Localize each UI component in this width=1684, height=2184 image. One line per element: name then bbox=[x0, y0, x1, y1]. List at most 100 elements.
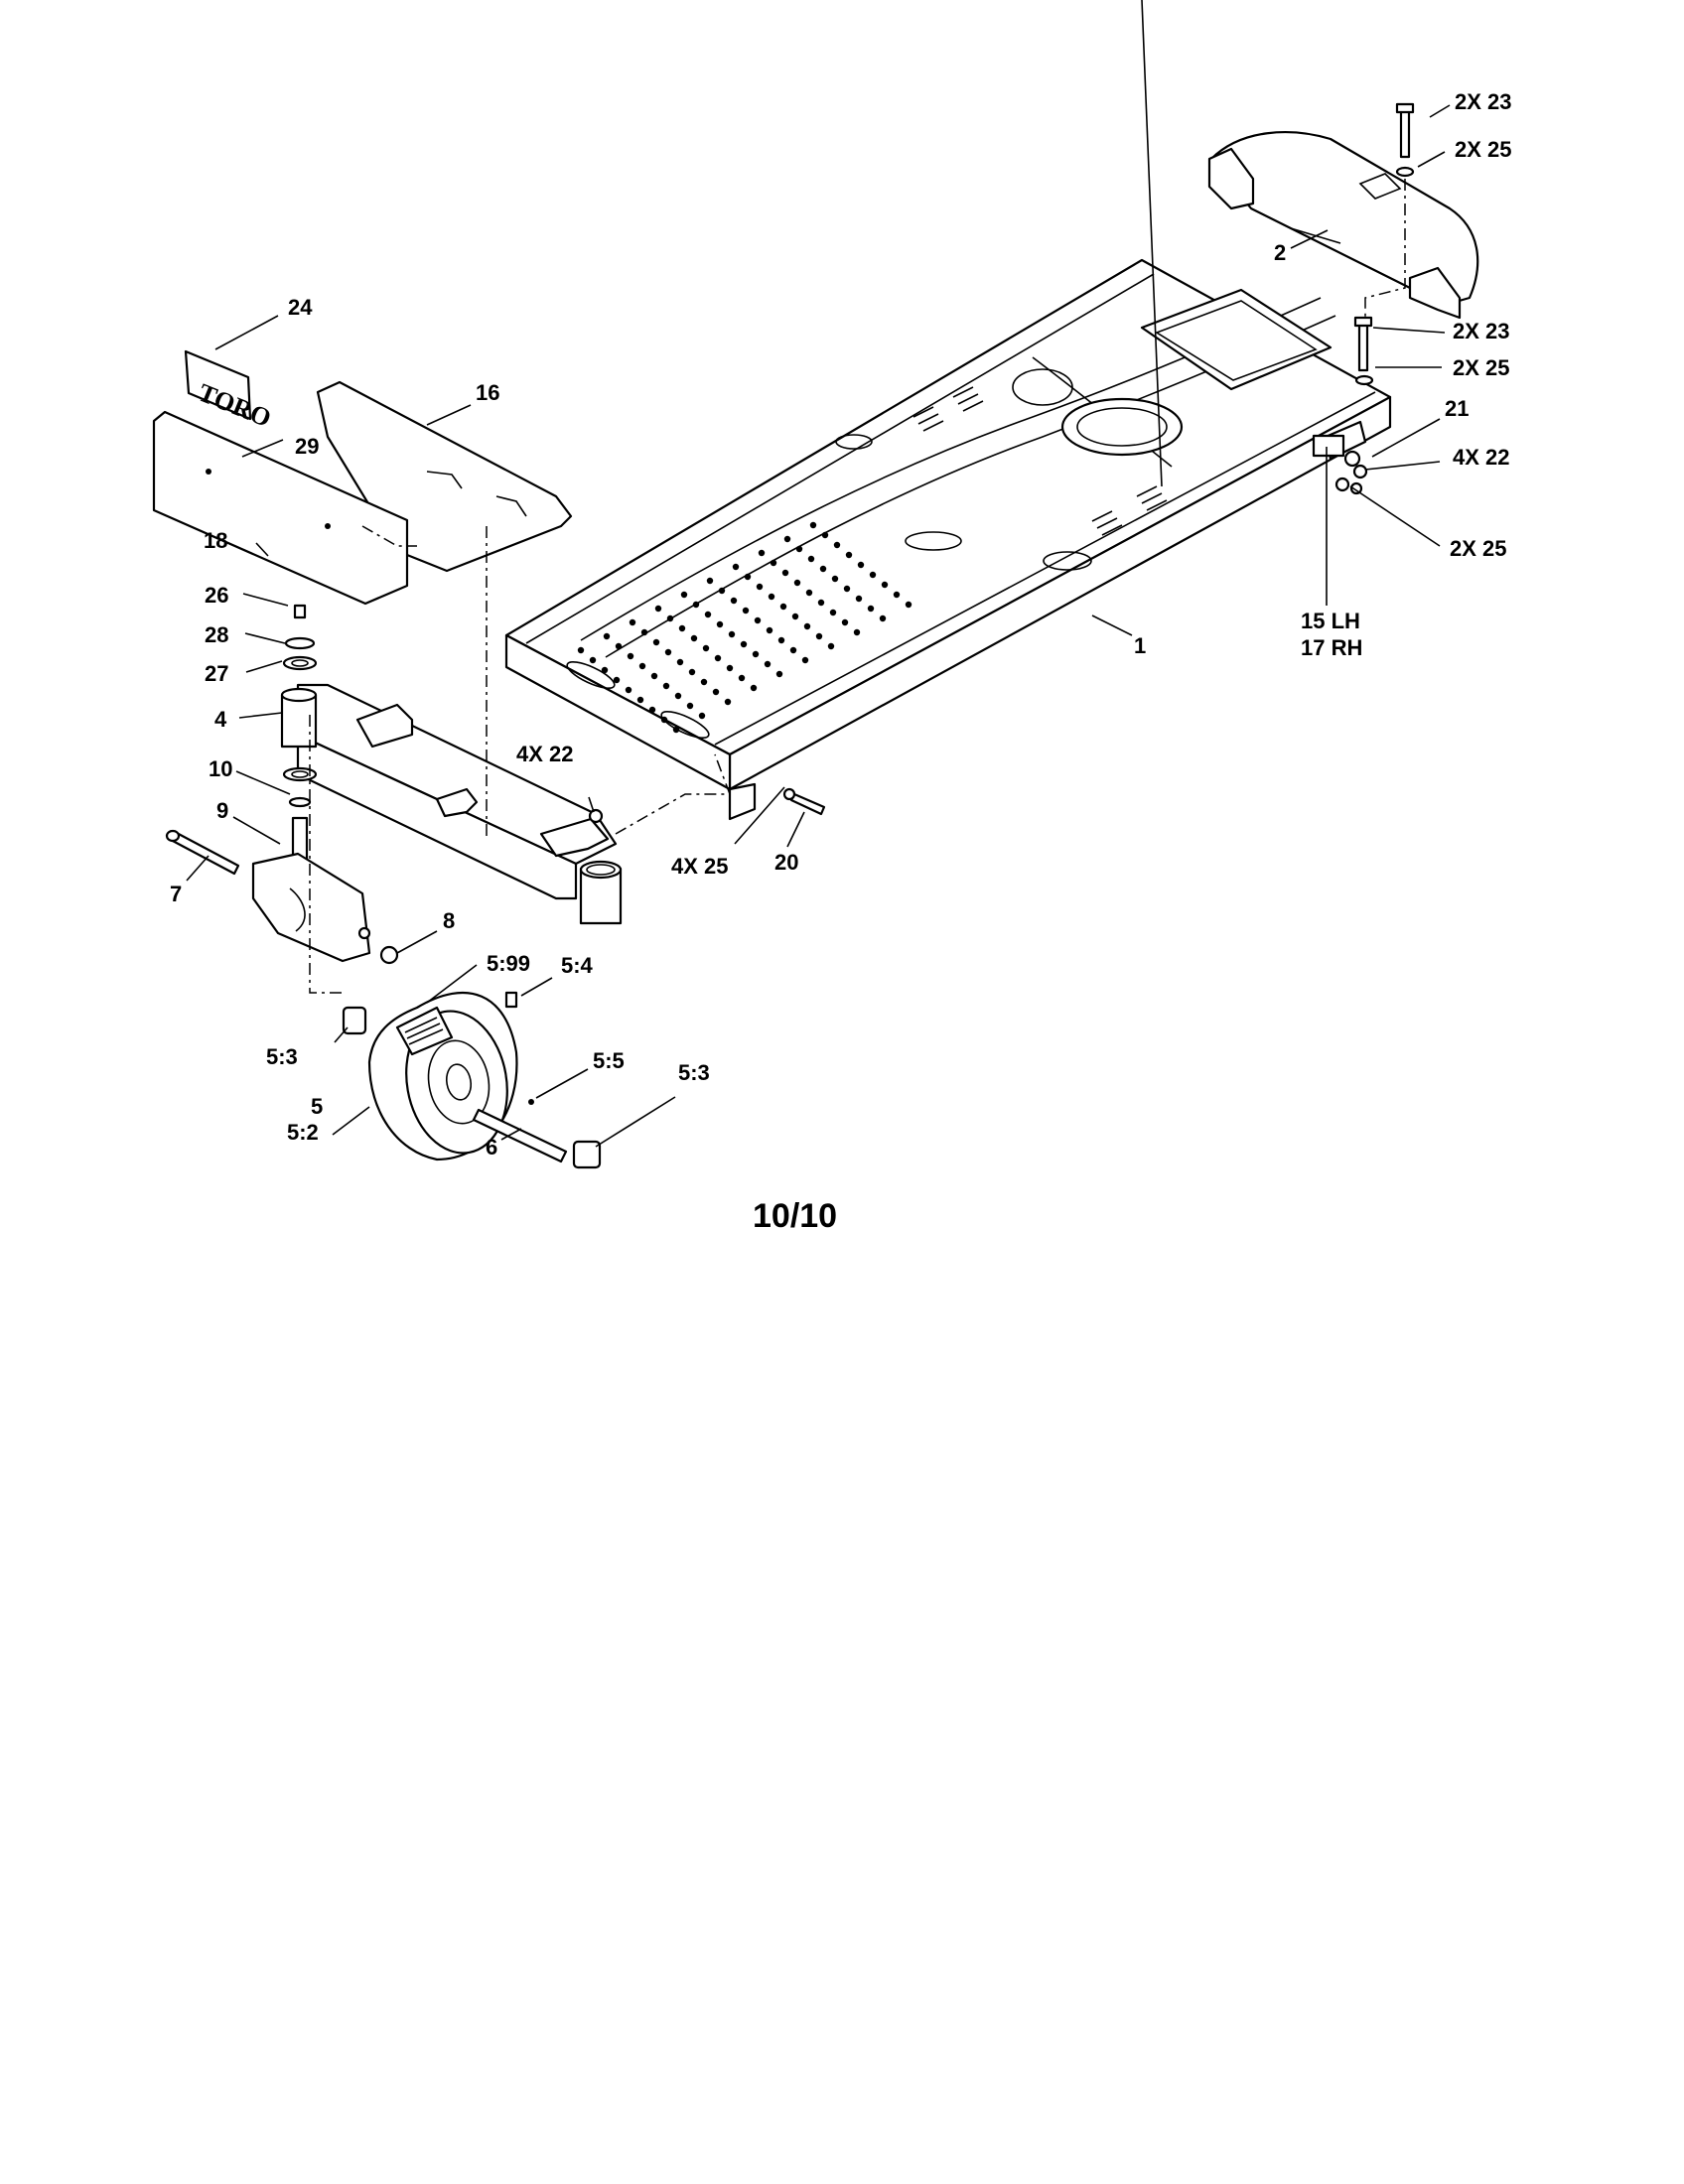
perforation-hole bbox=[742, 607, 750, 614]
callout-2x23-mid: 2X 23 bbox=[1453, 319, 1510, 343]
perforation-hole bbox=[732, 563, 740, 571]
callout-labels: 2X 23 2X 25 2 2X 23 2X 25 21 4X 22 2X 25… bbox=[170, 89, 1512, 1160]
perforation-hole bbox=[845, 551, 853, 559]
callout-29: 29 bbox=[295, 434, 319, 459]
perforation-hole bbox=[857, 561, 865, 569]
perforation-hole bbox=[702, 644, 710, 652]
perforation-hole bbox=[652, 638, 660, 646]
perforation-hole bbox=[712, 688, 720, 696]
perforation-hole bbox=[795, 545, 803, 553]
perforation-hole bbox=[577, 646, 585, 654]
callout-7: 7 bbox=[170, 882, 182, 906]
perforation-hole bbox=[698, 712, 706, 720]
perforation-hole bbox=[654, 605, 662, 613]
perforation-hole bbox=[615, 642, 623, 650]
callout-1: 1 bbox=[1134, 633, 1146, 658]
perforation-hole bbox=[718, 587, 726, 595]
callout-6: 6 bbox=[486, 1135, 497, 1160]
perforation-hole bbox=[831, 575, 839, 583]
perforation-hole bbox=[805, 589, 813, 597]
vent-louvers bbox=[912, 0, 1168, 536]
callout-5: 5 bbox=[311, 1094, 323, 1119]
wheel-tread-label bbox=[404, 1017, 444, 1045]
caster-fork bbox=[251, 852, 371, 963]
perforation-hole bbox=[680, 591, 688, 599]
perforation-hole bbox=[638, 662, 646, 670]
perforation-hole bbox=[716, 620, 724, 628]
callout-2x23-top: 2X 23 bbox=[1455, 89, 1512, 114]
callout-27: 27 bbox=[205, 661, 228, 686]
callout-2: 2 bbox=[1274, 240, 1286, 265]
page-number: 10/10 bbox=[753, 1197, 837, 1235]
callout-26: 26 bbox=[205, 583, 228, 608]
perforation-hole bbox=[676, 658, 684, 666]
callout-4x22-left: 4X 22 bbox=[516, 742, 574, 766]
perforation-hole bbox=[625, 686, 632, 694]
perforation-hole bbox=[688, 668, 696, 676]
perforation-hole bbox=[664, 648, 672, 656]
perforation-hole bbox=[775, 670, 783, 678]
wheel-hardware bbox=[342, 991, 602, 1169]
perforation-hole bbox=[666, 614, 674, 622]
perforation-hole bbox=[758, 549, 766, 557]
perforation-hole bbox=[821, 531, 829, 539]
callout-4: 4 bbox=[214, 707, 227, 732]
callout-5-5: 5:5 bbox=[593, 1048, 625, 1073]
perforation-hole bbox=[793, 579, 801, 587]
perforation-hole bbox=[841, 618, 849, 626]
perforation-hole bbox=[881, 581, 889, 589]
perforation-hole bbox=[740, 640, 748, 648]
perforation-hole bbox=[783, 535, 791, 543]
callout-8: 8 bbox=[443, 908, 455, 933]
perforation-hole bbox=[589, 656, 597, 664]
callout-2x25-mid: 2X 25 bbox=[1453, 355, 1510, 380]
perforation-hole bbox=[650, 672, 658, 680]
perforation-hole bbox=[819, 565, 827, 573]
plate-part-29 bbox=[152, 410, 409, 606]
perforation-hole bbox=[726, 664, 734, 672]
callout-leaders bbox=[186, 104, 1451, 1148]
perforation-hole bbox=[706, 577, 714, 585]
perforation-hole bbox=[744, 573, 752, 581]
callout-4x22-right: 4X 22 bbox=[1453, 445, 1510, 470]
callout-4x25: 4X 25 bbox=[671, 854, 729, 879]
perforation-hole bbox=[893, 591, 901, 599]
perforation-hole bbox=[704, 611, 712, 618]
toro-decal-part-24: TORO bbox=[184, 349, 275, 433]
perforation-hole bbox=[730, 597, 738, 605]
callout-17-rh: 17 RH bbox=[1301, 635, 1362, 660]
assembly-alignment-lines bbox=[309, 179, 1406, 994]
perforation-hole bbox=[613, 676, 621, 684]
perforation-hole bbox=[752, 650, 760, 658]
perforation-hole bbox=[853, 628, 861, 636]
perforation-hole bbox=[770, 559, 777, 567]
perforation-hole bbox=[662, 682, 670, 690]
perforation-hole bbox=[601, 666, 609, 674]
perforation-hole bbox=[781, 569, 789, 577]
perforation-hole bbox=[779, 603, 787, 611]
perforation-hole bbox=[754, 616, 762, 624]
perforation-hole bbox=[801, 656, 809, 664]
perforation-hole bbox=[750, 684, 758, 692]
perforation-hole bbox=[627, 652, 634, 660]
perforation-hole bbox=[640, 628, 648, 636]
callout-16: 16 bbox=[476, 380, 499, 405]
perforation-hole bbox=[803, 622, 811, 630]
perforation-hole bbox=[833, 541, 841, 549]
callout-2x25-top: 2X 25 bbox=[1455, 137, 1512, 162]
perforation-hole bbox=[629, 618, 636, 626]
bolt-part-20 bbox=[588, 787, 826, 824]
perforation-hole bbox=[815, 632, 823, 640]
main-frame bbox=[504, 0, 1392, 821]
callout-21: 21 bbox=[1445, 396, 1469, 421]
callout-24: 24 bbox=[288, 295, 313, 320]
front-axle bbox=[280, 683, 623, 925]
callout-18: 18 bbox=[204, 528, 227, 553]
perforation-hole bbox=[867, 605, 875, 613]
perforation-hole bbox=[817, 599, 825, 607]
nut-part-8 bbox=[379, 945, 399, 965]
perforation-hole bbox=[829, 609, 837, 616]
perforation-hole bbox=[789, 646, 797, 654]
perforation-hole bbox=[827, 642, 835, 650]
